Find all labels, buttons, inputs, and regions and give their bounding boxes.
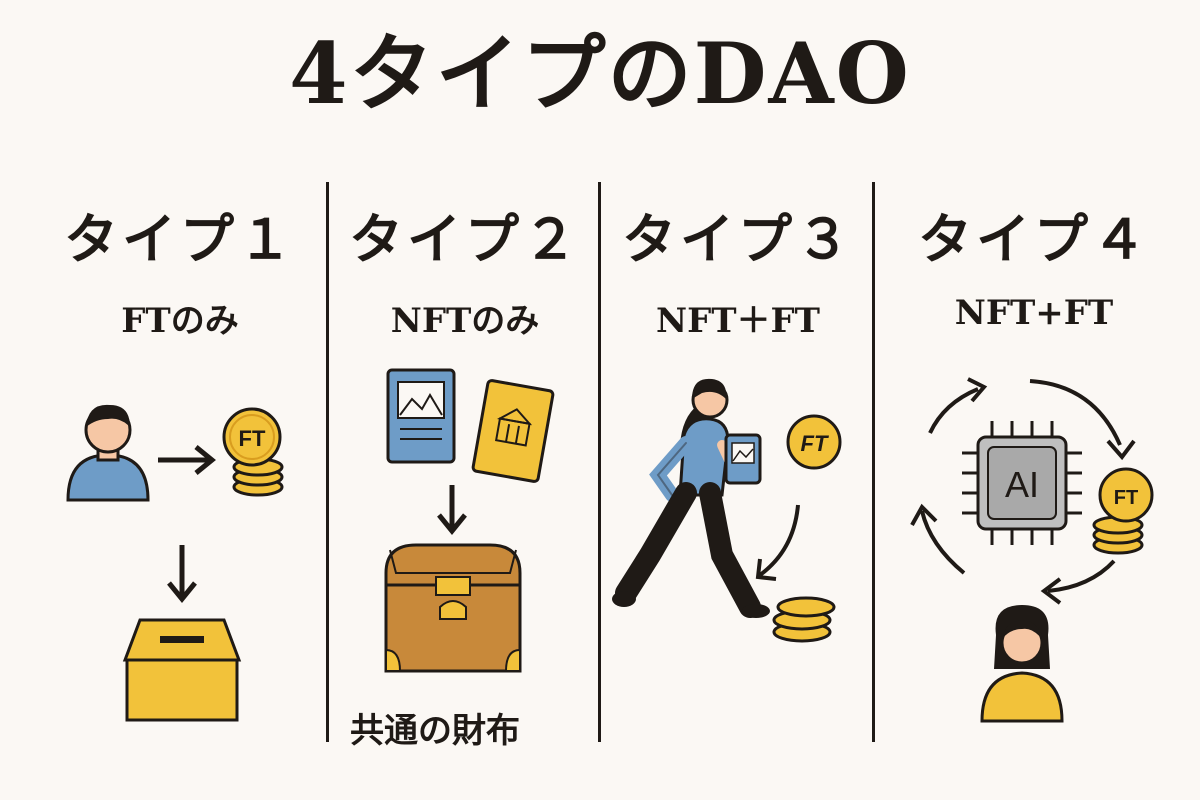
page-title: 4タイプのDAO (289, 24, 911, 123)
running-person-icon (612, 378, 770, 618)
person-icon (66, 404, 150, 502)
type-3-column: タイプ３ NFT＋FT FT (610, 195, 866, 755)
arrow-down-icon (437, 485, 467, 535)
arrow-right-icon (158, 445, 216, 475)
chip-label: AI (1005, 464, 1039, 505)
person-icon (980, 605, 1064, 723)
type-4-title: タイプ４ (918, 207, 1150, 271)
type-2-illustration (384, 368, 555, 673)
type-4-illustration: AI FT (910, 377, 1154, 723)
type-3-subtitle: NFT＋FT (656, 301, 820, 341)
ai-chip-icon: AI (962, 421, 1082, 545)
type-4-column: タイプ４ NFT+FT AI (884, 195, 1184, 755)
column-divider-3 (872, 182, 875, 742)
curved-arrow-icon (755, 504, 800, 581)
cycle-arrows-icon (910, 377, 1136, 605)
type-2-title: タイプ２ (349, 207, 581, 271)
type-2-subtitle: NFTのみ (390, 301, 540, 341)
coin-stack-icon: FT (1092, 467, 1154, 555)
type-3-illustration: FT (612, 378, 842, 643)
coin-label: FT (801, 431, 829, 456)
type-1-column: タイプ１ FTのみ FT (40, 195, 320, 755)
type-1-title: タイプ１ (64, 207, 296, 271)
treasure-chest-icon (384, 543, 522, 673)
image-card-icon (386, 368, 456, 464)
building-card-icon (471, 379, 555, 483)
coin-label: FT (1114, 487, 1138, 509)
coin-icon: FT (786, 414, 842, 470)
tablet-icon (724, 433, 762, 485)
type-2-column: タイプ２ NFTのみ 共通の財布 (338, 195, 592, 755)
column-divider-1 (326, 182, 329, 742)
arrow-down-icon (167, 545, 197, 603)
type-3-title: タイプ３ (622, 207, 854, 271)
type-1-subtitle: FTのみ (121, 301, 239, 341)
column-divider-2 (598, 182, 601, 742)
coin-label: FT (239, 426, 266, 451)
ballot-box-icon (122, 618, 242, 722)
type-1-illustration: FT (66, 404, 284, 722)
type-4-subtitle: NFT+FT (954, 293, 1114, 333)
coin-stack-icon: FT (222, 407, 284, 497)
shared-wallet-caption: 共通の財布 (350, 711, 520, 751)
coin-stack-icon (772, 596, 836, 643)
